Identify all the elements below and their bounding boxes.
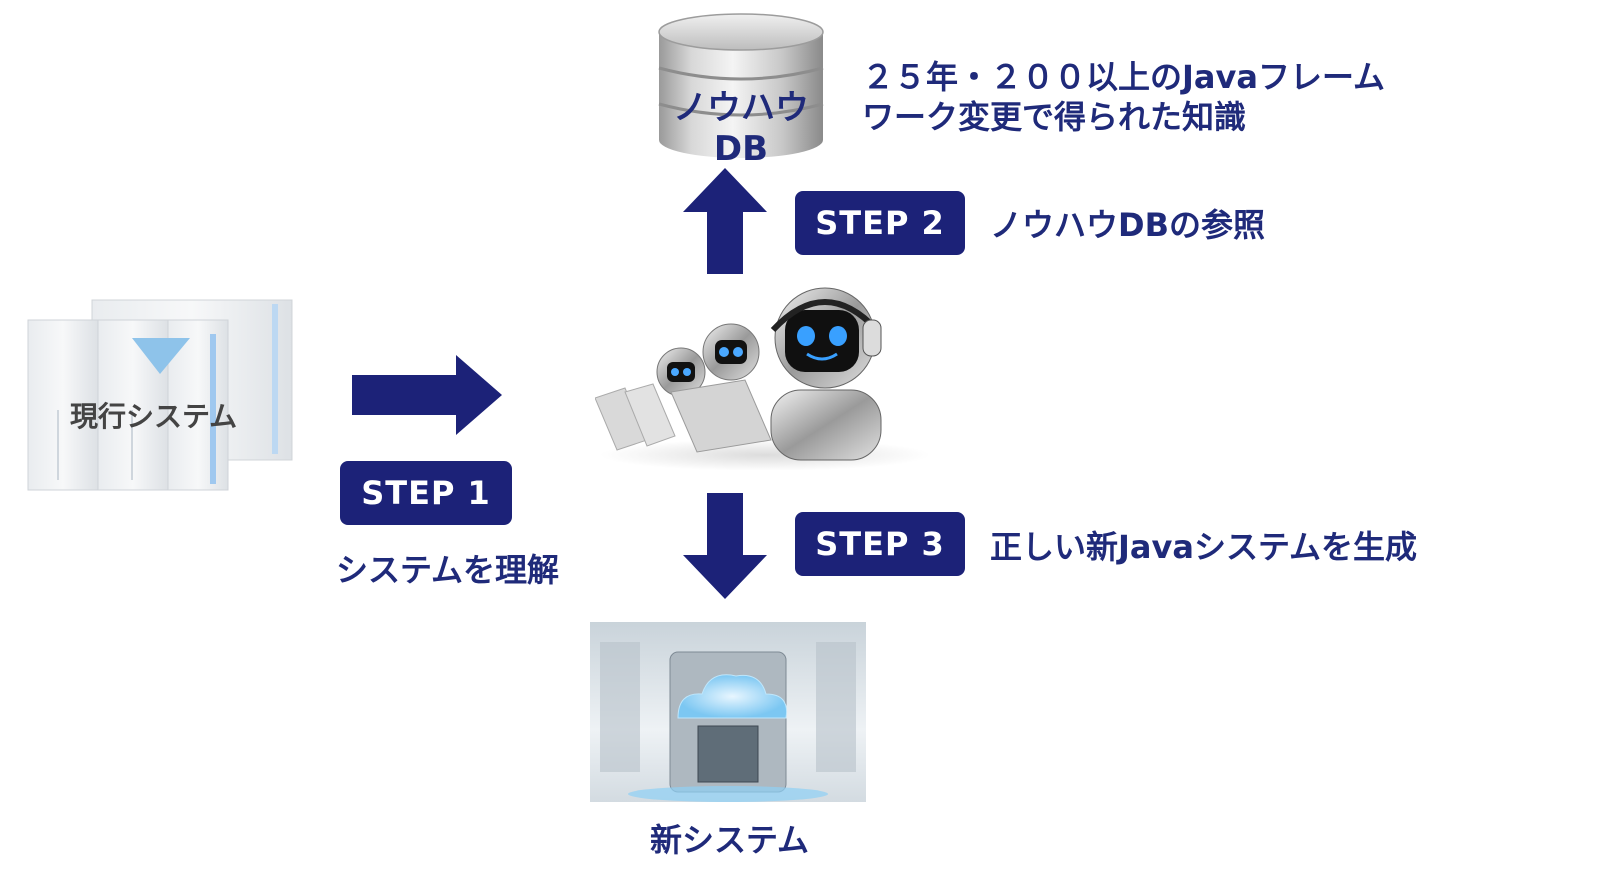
new-system-label: 新システム xyxy=(650,821,810,859)
step2-text: ノウハウDBの参照 xyxy=(990,206,1265,244)
server-rack-icon xyxy=(27,299,293,491)
step1-badge: STEP 1 xyxy=(340,461,512,525)
step1-text: システムを理解 xyxy=(336,551,560,589)
db-description-line2: ワーク変更で得られた知識 xyxy=(862,98,1247,136)
new-system-illustration xyxy=(590,622,866,802)
arrow-right-icon xyxy=(352,355,502,435)
current-system: 現行システム xyxy=(0,290,300,500)
step3-text: 正しい新Javaシステムを生成 xyxy=(990,528,1417,566)
current-system-label: 現行システム xyxy=(70,400,238,433)
db-label: ノウハウDB xyxy=(673,88,809,169)
database-icon xyxy=(658,13,824,158)
step3-badge: STEP 3 xyxy=(795,512,965,576)
arrow-up-icon xyxy=(683,168,767,274)
ai-robots-illustration xyxy=(594,280,930,471)
db-description-line1: ２５年・２００以上のJavaフレーム xyxy=(862,58,1385,96)
knowhow-db: ノウハウDB xyxy=(655,10,827,169)
step2-badge: STEP 2 xyxy=(795,191,965,255)
cloud-server-icon xyxy=(590,622,866,802)
robot-icon xyxy=(594,287,930,471)
arrow-down-icon xyxy=(683,493,767,599)
